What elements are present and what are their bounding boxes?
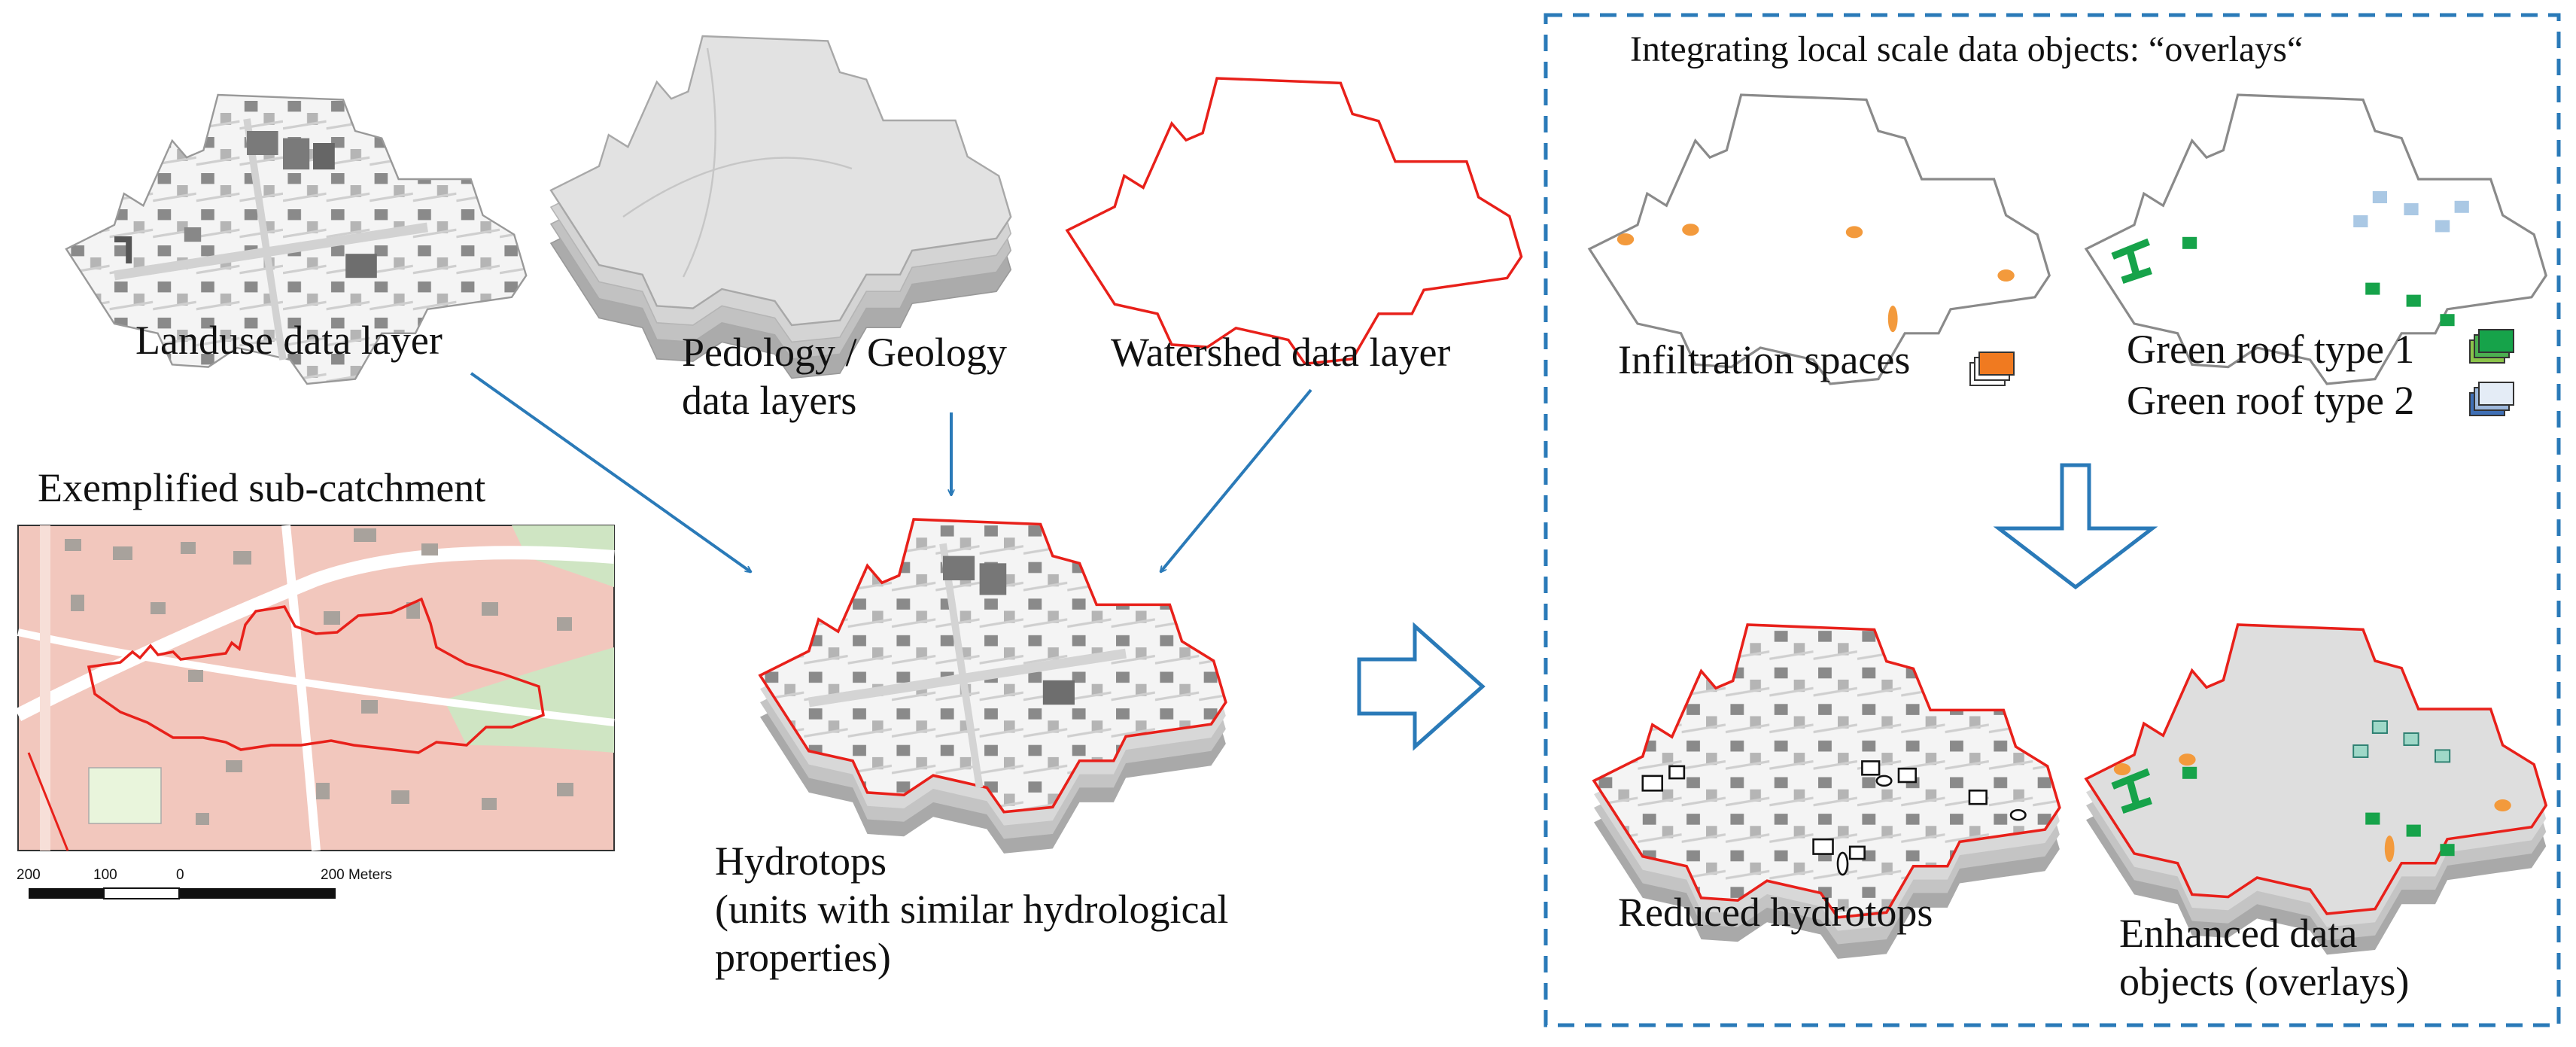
infiltration-legend-icon bbox=[1969, 352, 2015, 386]
green-roof-map bbox=[2085, 93, 2547, 385]
reduced-hydrotops-label: Reduced hydrotops bbox=[1618, 890, 1933, 935]
landuse-map bbox=[65, 93, 528, 385]
pedology-label-line1: Pedology / Geology bbox=[682, 330, 1007, 375]
green-roof-1-legend-icon bbox=[2469, 329, 2514, 364]
scale-tick-200-left: 200 bbox=[17, 867, 41, 883]
subcatchment-map bbox=[14, 525, 615, 851]
hydrotops-label-line2: (units with similar hydrological bbox=[715, 887, 1229, 932]
overlays-frame bbox=[1543, 13, 2561, 1027]
arrow-watershed-to-hydrotops bbox=[1160, 388, 1312, 572]
hydrotops-label-line1: Hydrotops bbox=[715, 839, 887, 884]
watershed-outline bbox=[1066, 77, 1523, 365]
landuse-label: Landuse data layer bbox=[135, 318, 443, 363]
hollow-arrow-down bbox=[1993, 463, 2158, 590]
green-roof-2-legend-icon bbox=[2469, 382, 2514, 416]
scale-tick-100: 100 bbox=[93, 867, 117, 883]
scale-tick-200-right: 200 Meters bbox=[321, 867, 393, 883]
pedology-layers bbox=[549, 35, 1012, 379]
hollow-arrow-right bbox=[1357, 622, 1486, 751]
scale-bar bbox=[29, 887, 336, 899]
scale-tick-0: 0 bbox=[176, 867, 184, 883]
pedology-label-line2: data layers bbox=[682, 378, 857, 423]
arrow-landuse-to-hydrotops bbox=[470, 372, 751, 572]
subcatchment-label: Exemplified sub-catchment bbox=[38, 465, 486, 510]
enhanced-label-line1: Enhanced data bbox=[2119, 911, 2358, 956]
flow-arrows bbox=[470, 372, 1312, 572]
green-roof-1-label: Green roof type 1 bbox=[2127, 327, 2415, 372]
overlays-title: Integrating local scale data objects: “o… bbox=[1630, 29, 2304, 69]
infiltration-map bbox=[1588, 93, 2051, 385]
hydrotops-map bbox=[759, 518, 1227, 854]
enhanced-label-line2: objects (overlays) bbox=[2119, 959, 2410, 1004]
hydrotops-label-line3: properties) bbox=[715, 935, 891, 980]
enhanced-objects-map bbox=[2085, 623, 2547, 955]
watershed-label: Watershed data layer bbox=[1111, 330, 1451, 375]
green-roof-2-label: Green roof type 2 bbox=[2127, 378, 2415, 423]
reduced-hydrotops-map bbox=[1592, 623, 2061, 959]
infiltration-label: Infiltration spaces bbox=[1618, 337, 1911, 382]
